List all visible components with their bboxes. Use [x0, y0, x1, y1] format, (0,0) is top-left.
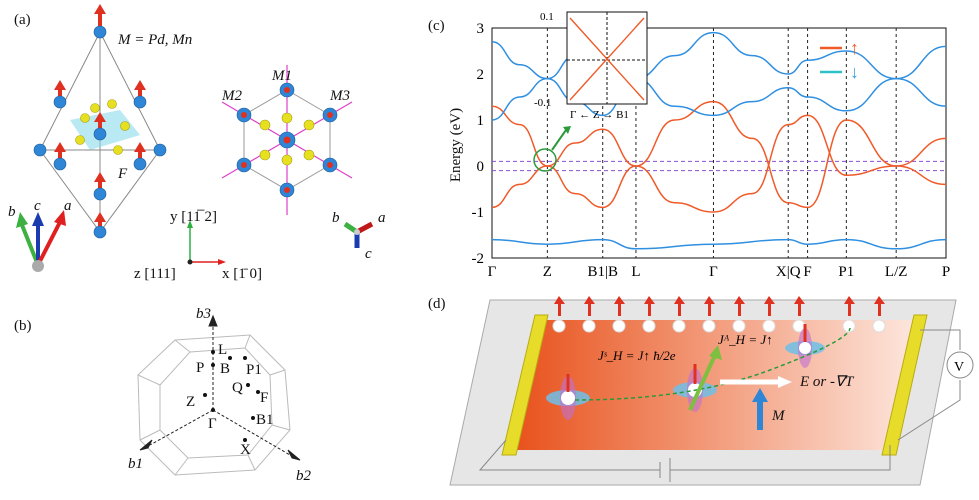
- panel-d-label: (d): [428, 296, 446, 312]
- atoms-x: [75, 99, 130, 155]
- x-tick-label: P: [942, 264, 950, 280]
- bz-p1-label: P1: [246, 362, 262, 378]
- mirror-m1-label: M1: [271, 68, 292, 84]
- mirror-m3-label: M3: [329, 88, 350, 104]
- bz-axes: [139, 314, 301, 461]
- y-tick-label: 1: [477, 113, 485, 129]
- panel-b: (b) L P B P1 Q F Z Γ B: [0, 290, 420, 495]
- panel-a-figure: (a) M = Pd, Mn: [8, 4, 386, 282]
- right-contact: [881, 314, 928, 456]
- cartesian-axes: y [11̅ 2] x [1̄ 0] z [111]: [134, 209, 262, 282]
- edge-spins: [552, 296, 886, 333]
- panel-a-label: (a): [14, 12, 31, 28]
- bz-p-label: P: [196, 360, 204, 376]
- panel-a: (a) M = Pd, Mn: [0, 0, 420, 290]
- mirror-m2-label: M2: [221, 88, 242, 104]
- field-arrow-head: [778, 376, 792, 388]
- bz-b-label: B: [220, 361, 230, 377]
- b1-label: b1: [128, 456, 143, 472]
- lattice-axes: b c a: [8, 198, 72, 272]
- y-axis-title: Energy (eV): [448, 108, 464, 182]
- spin-hall-eq: Jˢ_H = J↑ ħ/2e: [598, 348, 676, 363]
- plot-frame: [491, 27, 947, 259]
- left-contact: [501, 314, 549, 456]
- band-series-2: [491, 31, 947, 80]
- x-tick-label: L/Z: [885, 264, 908, 280]
- panel-b-label: (b): [14, 318, 32, 334]
- bz-gamma-label: Γ: [208, 416, 217, 432]
- atoms-m: [33, 25, 167, 239]
- lattice-axes-small: b a c: [332, 210, 386, 262]
- band-grid: [492, 28, 946, 258]
- z-axis-label: z [111]: [134, 266, 176, 282]
- bz-q-label: Q: [232, 380, 243, 396]
- band-series-4: [491, 238, 947, 250]
- y-tick-label: 0: [477, 159, 485, 175]
- hall-current-arrow: [688, 354, 717, 411]
- x-tick-label: Γ: [488, 264, 497, 280]
- circuit: [478, 329, 974, 482]
- x-tick-label: Γ: [709, 264, 718, 280]
- lattice-c-label: c: [34, 198, 41, 214]
- bz-edges: [137, 334, 291, 476]
- magnet-label: M: [771, 408, 786, 424]
- lattice-a-label: a: [64, 198, 72, 214]
- crossing-highlight: [533, 148, 557, 172]
- small-b-label: b: [332, 210, 340, 226]
- anomalous-path: [574, 327, 851, 401]
- inset: 0.1 -0.1 Γ ← Z → B1: [534, 11, 648, 121]
- legend-down: ↓: [850, 62, 859, 82]
- b3-label: b3: [196, 306, 211, 322]
- legend: ↑ ↓: [820, 38, 859, 82]
- y-ticks: 3 2 1 0 -1 -2: [472, 21, 485, 267]
- band-series-1: [491, 114, 947, 213]
- x-tick-label: P1: [838, 264, 854, 280]
- y-tick-label: -2: [472, 251, 485, 267]
- panel-c-label: (c): [428, 18, 445, 34]
- formula-text: M = Pd, Mn: [117, 32, 192, 48]
- x-tick-label: B1|B: [587, 264, 618, 280]
- y-axis-label: y [11̅ 2]: [170, 209, 217, 225]
- brillouin-zone: (b) L P B P1 Q F Z Γ B: [14, 306, 312, 484]
- y-tick-label: 3: [477, 21, 485, 37]
- small-a-label: a: [378, 210, 386, 226]
- inset-pointer: [551, 129, 567, 151]
- bz-l-label: L: [218, 342, 227, 358]
- magnetization-head: [752, 388, 768, 402]
- device-schematic: (d) V: [428, 296, 974, 486]
- band-lines: [491, 31, 947, 250]
- bz-f-label: F: [260, 390, 268, 406]
- bz-b1-label: B1: [256, 412, 274, 428]
- band-series-3: [491, 77, 947, 121]
- bz-x-label: X: [240, 442, 251, 458]
- y-tick-label: -1: [472, 205, 485, 221]
- x-tick-label: X|Q: [776, 264, 801, 280]
- lattice-b-label: b: [8, 204, 16, 220]
- inset-pointer-head: [563, 126, 571, 134]
- panel-d: (d) V: [420, 290, 979, 495]
- x-tick-label: F: [803, 264, 811, 280]
- inset-ytick-bottom: -0.1: [534, 97, 551, 109]
- bz-points: [203, 350, 260, 442]
- legend-up: ↑: [850, 38, 859, 58]
- atom-f-label: F: [117, 166, 128, 182]
- inset-xlabel: Γ ← Z → B1: [570, 109, 629, 121]
- b2-label: b2: [296, 468, 312, 484]
- projection: M1 M2 M3: [221, 65, 353, 215]
- voltmeter-label: V: [954, 360, 964, 375]
- band-series-0: [491, 100, 947, 209]
- y-tick-label: 2: [477, 67, 485, 83]
- bz-z-label: Z: [186, 394, 195, 410]
- field-label: E or -∇T: [799, 374, 855, 390]
- x-axis-label: x [1̄ 0]: [222, 266, 262, 282]
- small-c-label: c: [365, 246, 372, 262]
- x-tick-label: L: [631, 264, 640, 280]
- inset-ytick-top: 0.1: [540, 11, 554, 23]
- hall-current-head: [709, 345, 722, 360]
- anomalous-hall-eq: Jᴬ_H = J↑: [718, 332, 773, 347]
- x-tick-label: Z: [543, 264, 552, 280]
